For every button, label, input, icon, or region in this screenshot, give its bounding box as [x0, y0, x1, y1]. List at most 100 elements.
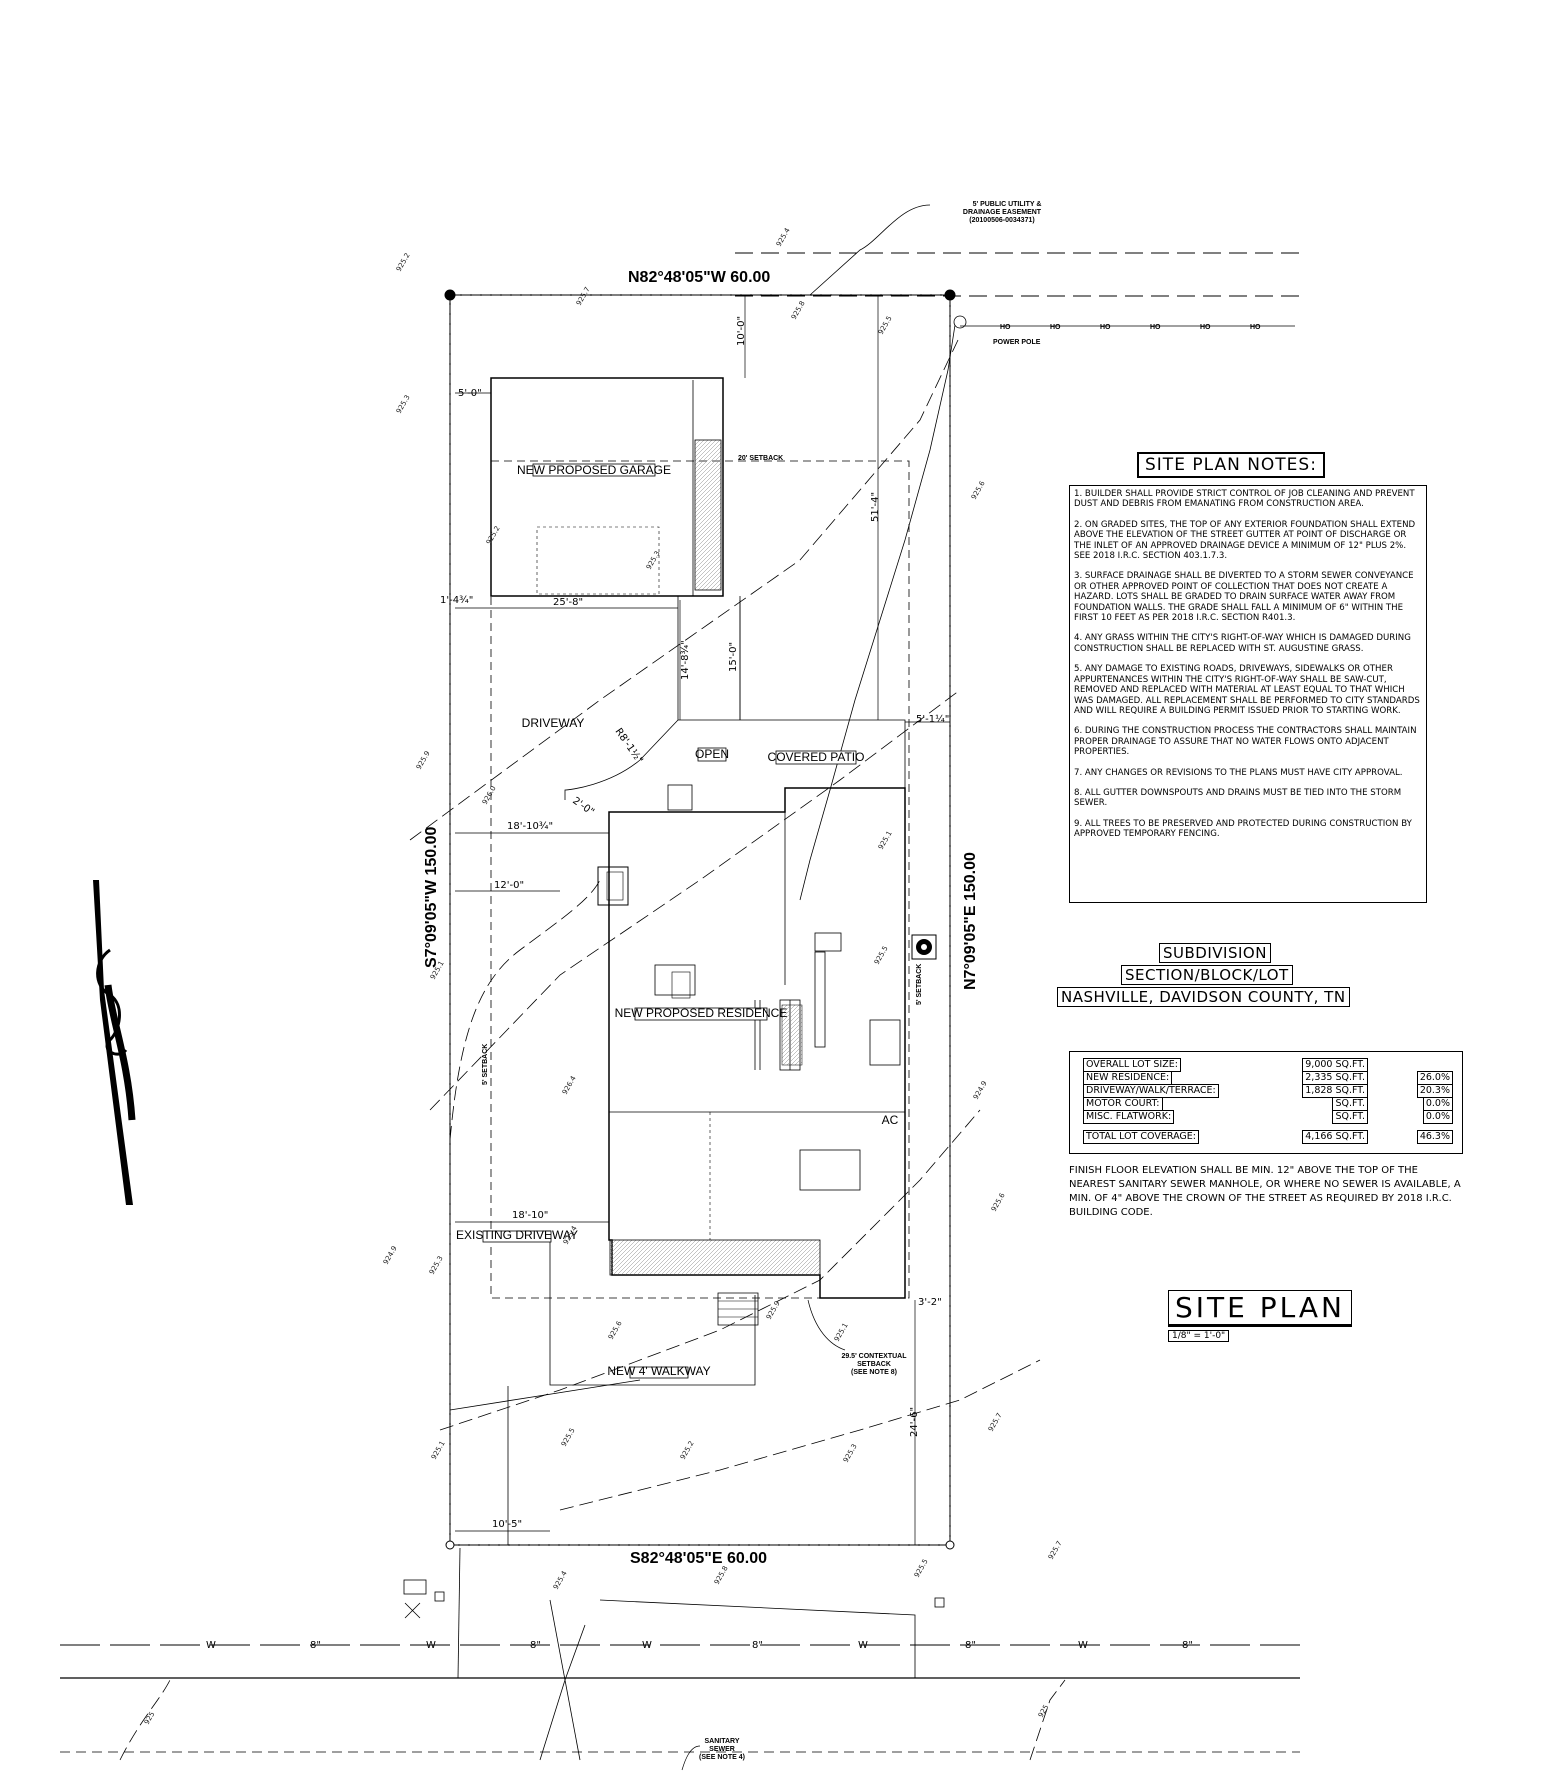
note-item: 7. ANY CHANGES OR REVISIONS TO THE PLANS…: [1074, 767, 1403, 778]
svg-text:925: 925: [143, 1710, 157, 1726]
spot-elevations: 925.2 925.3 925.4 925.5 925.6 925.7 925.…: [143, 226, 1064, 1726]
note-item: 5. ANY DAMAGE TO EXISTING ROADS, DRIVEWA…: [1074, 664, 1420, 716]
scale-label: 1/8" = 1'-0": [1168, 1330, 1230, 1342]
coverage-row: MISC. FLATWORK: SQ.FT. 0.0%: [1083, 1110, 1453, 1124]
coverage-pct: 46.3%: [1416, 1130, 1453, 1144]
svg-text:HO: HO: [1250, 324, 1261, 331]
dim-3-2: 3'-2": [918, 1297, 942, 1308]
svg-text:925.5: 925.5: [913, 1558, 930, 1579]
coverage-pct: 0.0%: [1422, 1110, 1453, 1124]
coverage-value: 2,335 SQ.FT.: [1302, 1071, 1368, 1085]
svg-text:925.8: 925.8: [713, 1565, 730, 1586]
coverage-label: OVERALL LOT SIZE:: [1083, 1058, 1181, 1072]
site-plan-notes: 1. BUILDER SHALL PROVIDE STRICT CONTROL …: [1069, 485, 1427, 903]
location-label: NASHVILLE, DAVIDSON COUNTY, TN: [1057, 987, 1350, 1007]
note-item: 9. ALL TREES TO BE PRESERVED AND PROTECT…: [1074, 818, 1412, 840]
dim-12-0: 12'-0": [494, 880, 524, 891]
dim-15-0: 15'-0": [728, 642, 739, 672]
dim-18-10a: 18'-10¾": [507, 821, 553, 832]
svg-text:HO: HO: [1100, 324, 1111, 331]
svg-text:925.1: 925.1: [833, 1322, 850, 1343]
easement-leader: [809, 204, 931, 296]
contextual-setback-3: (SEE NOTE 8): [851, 1369, 897, 1376]
driveway-label: DRIVEWAY: [522, 716, 585, 730]
svg-text:925.2: 925.2: [679, 1440, 696, 1461]
finish-floor-note: FINISH FLOOR ELEVATION SHALL BE MIN. 12"…: [1069, 1165, 1461, 1218]
notes-title: SITE PLAN NOTES:: [1137, 452, 1325, 478]
coverage-label: DRIVEWAY/WALK/TERRACE:: [1083, 1084, 1219, 1098]
dim-10-0: 10'-0": [736, 316, 747, 346]
coverage-value: SQ.FT.: [1332, 1110, 1368, 1124]
residence-label: NEW PROPOSED RESIDENCE: [615, 1006, 788, 1020]
water-label: W: [426, 1640, 436, 1651]
water-label: W: [642, 1640, 652, 1651]
svg-text:925.9: 925.9: [765, 1300, 782, 1321]
coverage-label: MOTOR COURT:: [1083, 1097, 1163, 1111]
coverage-row: DRIVEWAY/WALK/TERRACE: 1,828 SQ.FT. 20.3…: [1083, 1084, 1453, 1098]
dim-18-10b: 18'-10": [512, 1210, 548, 1221]
dimension-lines: [455, 295, 950, 1545]
coverage-row-overall: OVERALL LOT SIZE: 9,000 SQ.FT.: [1083, 1058, 1453, 1072]
svg-text:925.7: 925.7: [987, 1412, 1004, 1433]
easement-line-1: 5' PUBLIC UTILITY &: [973, 201, 1042, 208]
coverage-pct: 26.0%: [1416, 1071, 1453, 1085]
svg-text:925.4: 925.4: [775, 226, 792, 248]
svg-text:925: 925: [1037, 1703, 1051, 1719]
section-block-lot-label: SECTION/BLOCK/LOT: [1121, 965, 1293, 985]
note-item: 1. BUILDER SHALL PROVIDE STRICT CONTROL …: [1074, 489, 1415, 510]
main-size-label: 8": [965, 1640, 976, 1651]
coverage-row: MOTOR COURT: SQ.FT. 0.0%: [1083, 1097, 1453, 1111]
dim-10-5: 10'-5": [492, 1519, 522, 1530]
setback-west-label: 5' SETBACK: [482, 1044, 489, 1085]
dim-24-6: 24'-6": [909, 1407, 920, 1437]
radius-label: R8'-1½": [613, 726, 646, 766]
dim-2-0: 2'-0": [570, 795, 596, 818]
svg-text:HO: HO: [1050, 324, 1061, 331]
power-pole-label: POWER POLE: [993, 339, 1041, 346]
dim-14-8: 14'-8¾": [680, 640, 691, 680]
main-size-label: 8": [530, 1640, 541, 1651]
bearing-east: N7°09'05"E 150.00: [962, 852, 979, 990]
setback-20-label: 20' SETBACK: [738, 455, 783, 462]
bearing-west: S7°09'05"W 150.00: [423, 826, 440, 968]
note-item: 4. ANY GRASS WITHIN THE CITY'S RIGHT-OF-…: [1074, 633, 1411, 654]
sanitary-sewer-2: SEWER: [709, 1746, 735, 1753]
residence-footprint: [597, 784, 906, 1326]
ac-label: AC: [882, 1113, 899, 1127]
garage-label: NEW PROPOSED GARAGE: [517, 463, 671, 477]
water-label: W: [1078, 1640, 1088, 1651]
coverage-pct: 0.0%: [1422, 1097, 1453, 1111]
walkway-label: NEW 4' WALKWAY: [607, 1364, 710, 1378]
svg-text:924.9: 924.9: [972, 1080, 989, 1101]
coverage-label: NEW RESIDENCE:: [1083, 1071, 1173, 1085]
sanitary-sewer-3: (SEE NOTE 4): [699, 1754, 745, 1761]
coverage-row: NEW RESIDENCE: 2,335 SQ.FT. 26.0%: [1083, 1071, 1453, 1085]
lot-edge-lines: [449, 1379, 916, 1761]
note-item: 8. ALL GUTTER DOWNSPOUTS AND DRAINS MUST…: [1074, 787, 1402, 809]
svg-text:925.3: 925.3: [428, 1255, 445, 1276]
coverage-label: MISC. FLATWORK:: [1083, 1110, 1175, 1124]
svg-text:925.1: 925.1: [877, 830, 894, 851]
sanitary-sewer-1: SANITARY: [705, 1738, 740, 1745]
svg-text:925.3: 925.3: [395, 394, 412, 415]
easement-line-3: (20100506-0034371): [969, 217, 1034, 224]
svg-text:925.5: 925.5: [873, 945, 890, 966]
note-item: 6. DURING THE CONSTRUCTION PROCESS THE C…: [1074, 726, 1417, 758]
svg-text:HO: HO: [1000, 324, 1011, 331]
svg-text:925.4: 925.4: [552, 1569, 569, 1591]
svg-text:HO: HO: [1150, 324, 1161, 331]
svg-text:HO: HO: [1200, 324, 1211, 331]
svg-text:926.0: 926.0: [481, 785, 498, 806]
dim-5-0: 5'-0": [458, 388, 482, 399]
bearing-south: S82°48'05"E 60.00: [630, 1550, 767, 1567]
coverage-value: 1,828 SQ.FT.: [1302, 1084, 1368, 1098]
site-plan-title: SITE PLAN: [1168, 1290, 1352, 1327]
coverage-label: TOTAL LOT COVERAGE:: [1083, 1130, 1199, 1144]
open-label: OPEN: [695, 747, 729, 761]
svg-text:925.6: 925.6: [607, 1319, 624, 1341]
meter-icons: [403, 1579, 945, 1619]
setback-east-label: 5' SETBACK: [916, 964, 923, 1005]
coverage-value: 4,166 SQ.FT.: [1302, 1130, 1368, 1144]
dim-1-4: 1'-4¾": [440, 595, 473, 606]
